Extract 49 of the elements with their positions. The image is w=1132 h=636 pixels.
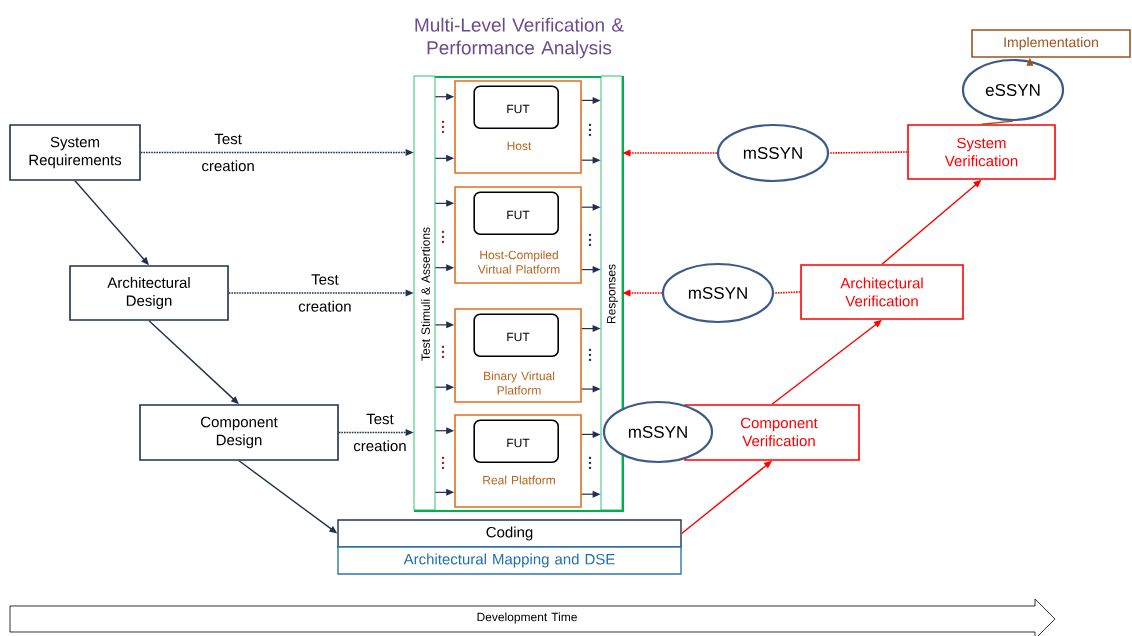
verification-box: Architectural Verification [800, 264, 964, 320]
node-label: Multi-Level Verification & Performance Analysis [415, 17, 624, 59]
mapping-box: Architectural Mapping and DSE [337, 546, 682, 575]
fut-box: FUT [473, 191, 559, 235]
arrow [581, 203, 601, 211]
arrow [238, 460, 338, 534]
responses-column: Responses [600, 75, 623, 511]
connector [980, 120, 1014, 125]
arrow [581, 430, 601, 438]
verification-box: System Verification [907, 124, 1056, 180]
arrow [434, 264, 455, 272]
arrow [581, 490, 601, 498]
arrow [581, 385, 601, 393]
arrow [771, 319, 882, 405]
arrow [140, 149, 414, 156]
arrow [434, 427, 455, 435]
connector [773, 291, 801, 294]
edge-label: Test creation [298, 274, 351, 312]
arrow [681, 460, 772, 535]
arrow [338, 429, 414, 436]
arrow [622, 149, 718, 157]
arrow [74, 180, 149, 266]
arrow [581, 266, 601, 274]
process-box: System Requirements [9, 124, 141, 181]
edge-label: Test creation [353, 413, 406, 452]
arrow [622, 289, 663, 297]
implementation-box: Implementation [971, 29, 1131, 58]
edge-label: Test creation [202, 133, 254, 172]
process-box: Component Design [139, 404, 339, 461]
fut-box: FUT [473, 419, 559, 463]
stimuli-column: Test Stimuli & Assertions [413, 75, 436, 511]
arrow [581, 325, 601, 333]
arrow [881, 179, 982, 265]
arrow [581, 96, 601, 104]
connector [828, 151, 908, 154]
arrow [434, 488, 455, 496]
fut-box: FUT [473, 313, 559, 357]
arrow [434, 154, 455, 162]
arrow [581, 156, 601, 164]
fut-box: FUT [473, 85, 559, 129]
arrow [228, 289, 414, 297]
arrow [434, 93, 455, 101]
arrow [434, 199, 455, 207]
arrow [148, 320, 239, 405]
coding-box: Coding [337, 519, 682, 548]
arrow [1026, 57, 1034, 66]
arrow [434, 383, 455, 391]
arrow [434, 321, 455, 329]
process-box: Architectural Design [69, 265, 229, 321]
